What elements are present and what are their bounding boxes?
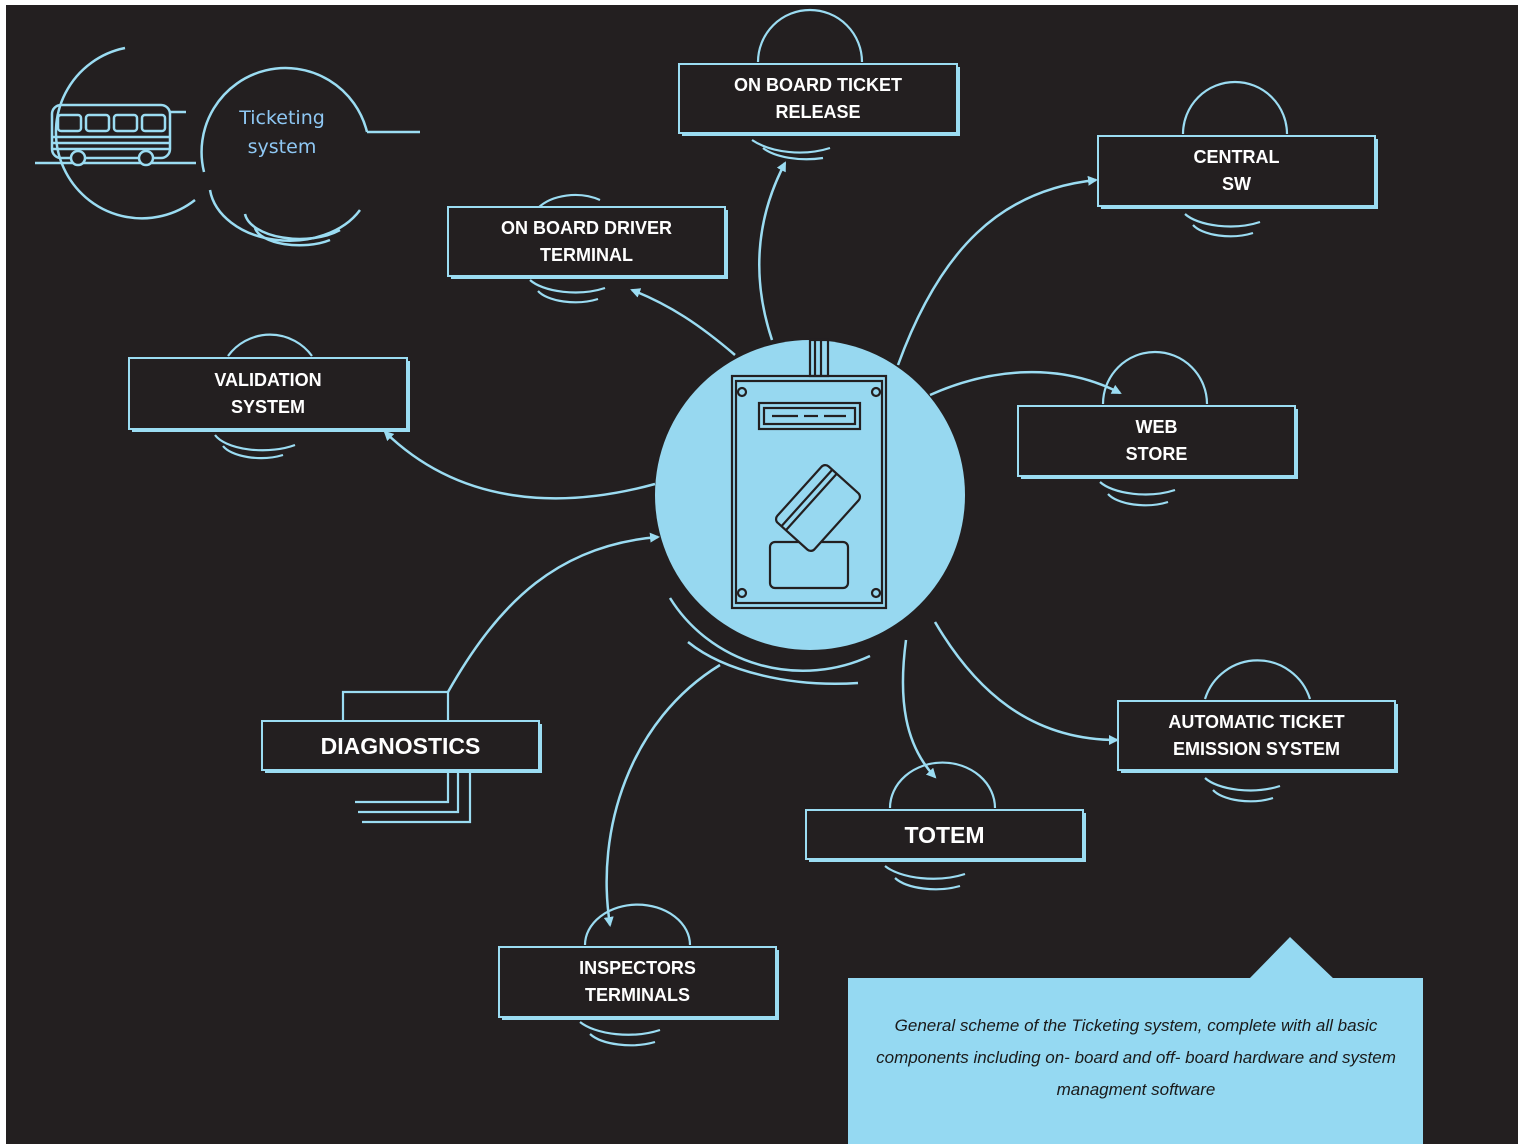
arrow-to-validation-system bbox=[383, 430, 656, 500]
node-label: CENTRAL SW bbox=[1193, 147, 1280, 194]
connector-arrows bbox=[383, 161, 1122, 927]
node-on-board-driver-terminal: ON BOARD DRIVER TERMINAL bbox=[447, 206, 726, 277]
node-validation-system: VALIDATION SYSTEM bbox=[128, 357, 408, 430]
node-label: AUTOMATIC TICKET EMISSION SYSTEM bbox=[1168, 711, 1345, 759]
node-totem: TOTEM bbox=[805, 809, 1084, 860]
bus-icon bbox=[50, 103, 186, 167]
node-label: WEB STORE bbox=[1125, 417, 1188, 464]
arrow-to-driver-terminal bbox=[630, 288, 736, 356]
node-label: INSPECTORS TERMINALS bbox=[579, 958, 696, 1005]
caption-text: General scheme of the Ticketing system, … bbox=[876, 1016, 1396, 1099]
center-device bbox=[655, 338, 965, 685]
arrow-to-web-store bbox=[929, 370, 1122, 397]
arrow-to-totem bbox=[901, 639, 937, 779]
node-label: DIAGNOSTICS bbox=[320, 732, 481, 759]
node-central-sw: CENTRAL SW bbox=[1097, 135, 1376, 207]
arrow-to-central-sw bbox=[896, 175, 1098, 366]
caption-notch bbox=[1248, 937, 1335, 980]
arrow-to-ticket-release bbox=[758, 161, 787, 341]
decorative-arcs bbox=[214, 8, 1312, 1047]
logo-graphic bbox=[35, 46, 420, 247]
node-label: TOTEM bbox=[904, 821, 985, 848]
node-diagnostics: DIAGNOSTICS bbox=[261, 720, 540, 771]
arrow-from-diagnostics bbox=[446, 532, 660, 693]
node-label: ON BOARD DRIVER TERMINAL bbox=[500, 217, 672, 265]
node-on-board-ticket-release: ON BOARD TICKET RELEASE bbox=[678, 63, 958, 134]
caption-panel: General scheme of the Ticketing system, … bbox=[848, 978, 1423, 1144]
logo-text: Ticketing system bbox=[239, 107, 325, 158]
node-label: ON BOARD TICKET RELEASE bbox=[734, 74, 902, 122]
node-web-store: WEB STORE bbox=[1017, 405, 1296, 477]
node-inspectors-terminals: INSPECTORS TERMINALS bbox=[498, 946, 777, 1018]
arrow-to-emission-system bbox=[933, 621, 1119, 745]
node-label: VALIDATION SYSTEM bbox=[214, 369, 322, 417]
arrow-to-inspectors-terminals bbox=[603, 663, 721, 927]
node-automatic-ticket-emission-system: AUTOMATIC TICKET EMISSION SYSTEM bbox=[1117, 700, 1396, 771]
